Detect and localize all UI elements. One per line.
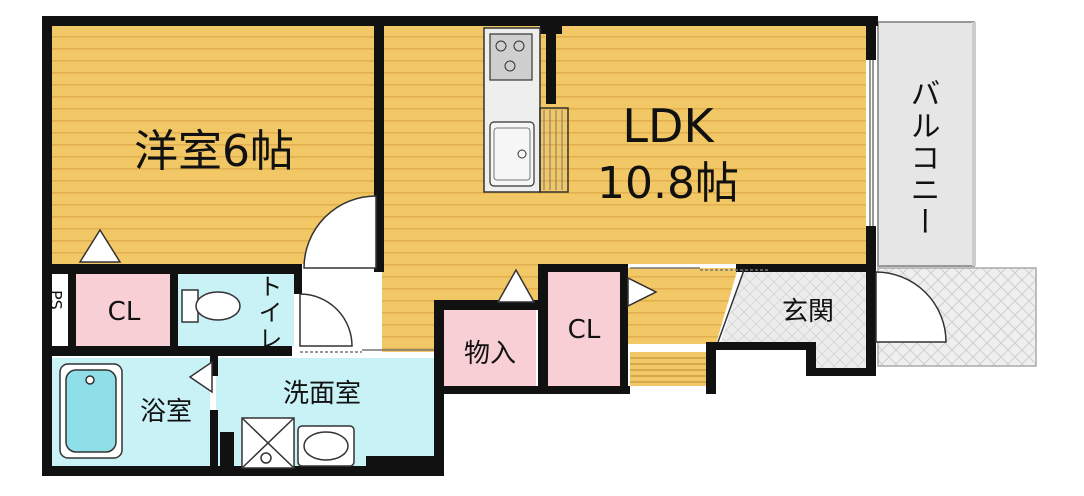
closet-left-floor (76, 272, 172, 346)
washing-machine-icon (241, 417, 295, 469)
entrance-label: 玄関 (782, 297, 834, 327)
ldk-label: LDK (622, 99, 715, 153)
walls (42, 16, 878, 476)
wash-basin-icon (297, 425, 355, 467)
sink-icon (489, 121, 535, 187)
toilet-label: トイレ (254, 274, 282, 352)
toilet-fixture-icon (181, 289, 241, 323)
hallway-floor (626, 268, 738, 344)
storage-floor (444, 310, 536, 386)
closet-center-floor (548, 272, 622, 386)
stove-icon (489, 33, 533, 81)
balcony-label: バルコニー (905, 78, 940, 238)
balcony-floor (877, 21, 975, 267)
closet-center-label: CL (568, 315, 601, 345)
kitchen-counter (483, 27, 569, 193)
step-floor (630, 352, 710, 386)
ldk-size-label: 10.8帖 (597, 158, 739, 209)
bathtub-icon (59, 363, 123, 459)
washroom-label: 洗面室 (283, 379, 361, 409)
storage-label: 物入 (464, 339, 516, 369)
western-room-label: 洋室6帖 (134, 126, 294, 177)
bathroom-label: 浴室 (140, 397, 192, 427)
closet-left-label: CL (108, 297, 141, 327)
pipe-space-label: PS (47, 290, 66, 310)
